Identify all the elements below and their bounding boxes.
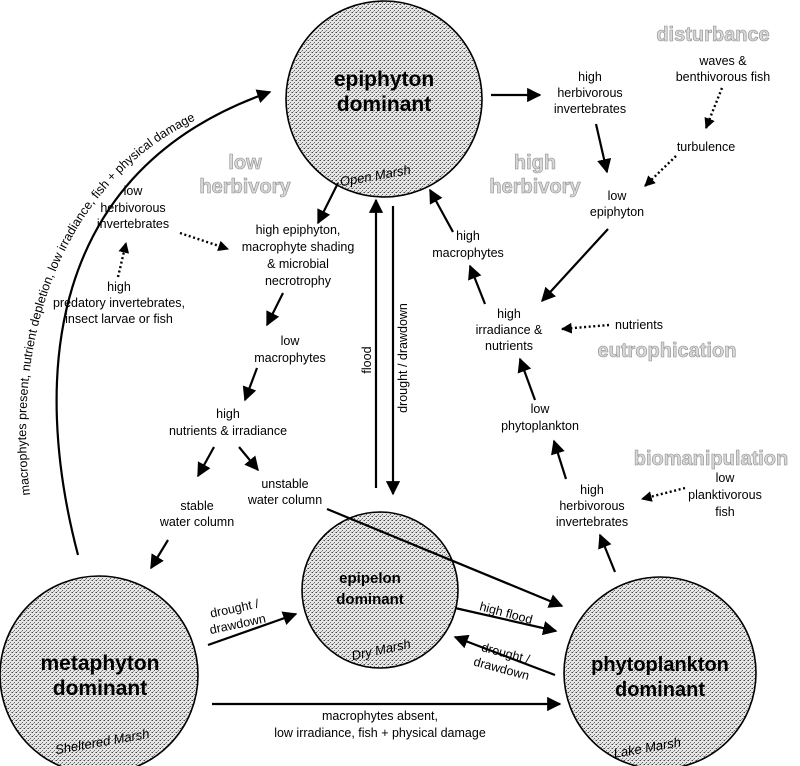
svg-text:phytoplankton: phytoplankton <box>501 419 579 433</box>
drought-drawdown-left: drought / drawdown <box>208 597 267 638</box>
epiphyton-state: epiphyton dominant Open Marsh <box>285 0 483 198</box>
biomanipulation-heading: biomanipulation <box>634 448 788 470</box>
epipelon-title-2: dominant <box>336 591 404 608</box>
high-flood-label: high flood <box>478 599 534 627</box>
svg-text:& microbial: & microbial <box>267 257 329 271</box>
svg-text:macrophyte shading: macrophyte shading <box>242 240 355 254</box>
svg-text:nutrients & irradiance: nutrients & irradiance <box>169 424 287 438</box>
high-irradiance-nutrients: high irradiance & nutrients <box>476 307 543 353</box>
low-planktivorous-fish: low planktivorous fish <box>688 471 762 519</box>
epiphyton-title-2: dominant <box>337 93 432 116</box>
svg-text:epiphyton: epiphyton <box>590 205 644 219</box>
metaphyton-title-2: dominant <box>53 677 148 700</box>
turbulence-label: turbulence <box>677 140 735 154</box>
flood-label: flood <box>360 346 374 373</box>
svg-text:insect larvae or fish: insect larvae or fish <box>65 312 173 326</box>
svg-text:water column: water column <box>159 515 234 529</box>
high-predatory: high predatory invertebrates, insect lar… <box>53 280 185 326</box>
svg-text:benthivorous fish: benthivorous fish <box>676 70 771 84</box>
unstable-water-column: unstable water column <box>247 477 322 507</box>
svg-text:low: low <box>608 189 628 203</box>
svg-text:high: high <box>107 280 131 294</box>
low-herbivory-heading-2: herbivory <box>199 176 291 198</box>
svg-text:high: high <box>497 307 521 321</box>
svg-text:herbivorous: herbivorous <box>559 499 624 513</box>
svg-text:high: high <box>580 483 604 497</box>
macrophytes-absent: macrophytes absent, low irradiance, fish… <box>274 709 486 740</box>
metaphyton-state: metaphyton dominant Sheltered Marsh <box>0 575 199 766</box>
svg-text:herbivorous: herbivorous <box>100 201 165 215</box>
high-epiphyton-shading: high epiphyton, macrophyte shading & mic… <box>242 223 355 288</box>
svg-text:water column: water column <box>247 493 322 507</box>
svg-text:macrophytes: macrophytes <box>432 246 504 260</box>
svg-text:fish: fish <box>715 505 735 519</box>
svg-text:macrophytes: macrophytes <box>254 351 326 365</box>
svg-text:nutrients: nutrients <box>485 339 533 353</box>
dotted-arrows <box>116 87 724 502</box>
drought-drawdown-right: drought / drawdown <box>472 640 532 683</box>
svg-text:irradiance &: irradiance & <box>476 323 543 337</box>
low-herbivory-heading-1: low <box>228 152 262 174</box>
svg-text:herbivorous: herbivorous <box>557 86 622 100</box>
svg-text:invertebrates: invertebrates <box>554 102 626 116</box>
low-macrophytes: low macrophytes <box>254 334 326 365</box>
svg-text:low: low <box>716 471 736 485</box>
svg-text:low: low <box>531 402 551 416</box>
phytoplankton-state: phytoplankton dominant Lake Marsh <box>563 576 757 766</box>
svg-text:invertebrates: invertebrates <box>556 515 628 529</box>
svg-text:predatory invertebrates,: predatory invertebrates, <box>53 296 185 310</box>
drought-drawdown-vertical-label: drought / drawdown <box>396 303 410 413</box>
epiphyton-title-1: epiphyton <box>334 68 434 91</box>
low-epiphyton: low epiphyton <box>590 189 644 219</box>
high-herbivorous-invertebrates-bottom: high herbivorous invertebrates <box>556 483 628 529</box>
solid-arrows <box>150 87 617 712</box>
svg-text:planktivorous: planktivorous <box>688 488 762 502</box>
high-herbivorous-invertebrates-top: high herbivorous invertebrates <box>554 70 626 116</box>
svg-text:invertebrates: invertebrates <box>97 217 169 231</box>
svg-text:macrophytes absent,: macrophytes absent, <box>322 709 438 723</box>
disturbance-heading: disturbance <box>656 24 769 46</box>
epipelon-state: epipelon dominant Dry Marsh <box>301 511 459 669</box>
svg-text:high: high <box>216 407 240 421</box>
svg-text:waves &: waves & <box>698 54 747 68</box>
phytoplankton-title-1: phytoplankton <box>591 654 729 676</box>
svg-text:low: low <box>281 334 301 348</box>
high-macrophytes: high macrophytes <box>432 229 504 260</box>
low-herbivorous-invertebrates: low herbivorous invertebrates <box>97 184 169 231</box>
epipelon-title-1: epipelon <box>339 570 401 587</box>
svg-text:high: high <box>578 70 602 84</box>
metaphyton-title-1: metaphyton <box>40 652 159 675</box>
svg-text:unstable: unstable <box>261 477 308 491</box>
nutrients-label: nutrients <box>615 318 663 332</box>
low-phytoplankton: low phytoplankton <box>501 402 579 433</box>
phytoplankton-title-2: dominant <box>615 679 705 701</box>
svg-text:high: high <box>456 229 480 243</box>
stable-water-column: stable water column <box>159 499 234 529</box>
waves-benthivorous-fish: waves & benthivorous fish <box>676 54 771 84</box>
arrow-metaphyton-to-epiphyton <box>55 89 272 556</box>
svg-text:necrotrophy: necrotrophy <box>265 274 332 288</box>
svg-text:high epiphyton,: high epiphyton, <box>256 223 341 237</box>
svg-text:stable: stable <box>180 499 213 513</box>
svg-text:low: low <box>124 184 144 198</box>
high-nutrients-irradiance: high nutrients & irradiance <box>169 407 287 438</box>
eutrophication-heading: eutrophication <box>598 340 737 362</box>
svg-text:low irradiance, fish + physica: low irradiance, fish + physical damage <box>274 726 486 740</box>
high-herbivory-heading-1: high <box>514 152 556 174</box>
high-herbivory-heading-2: herbivory <box>489 176 581 198</box>
